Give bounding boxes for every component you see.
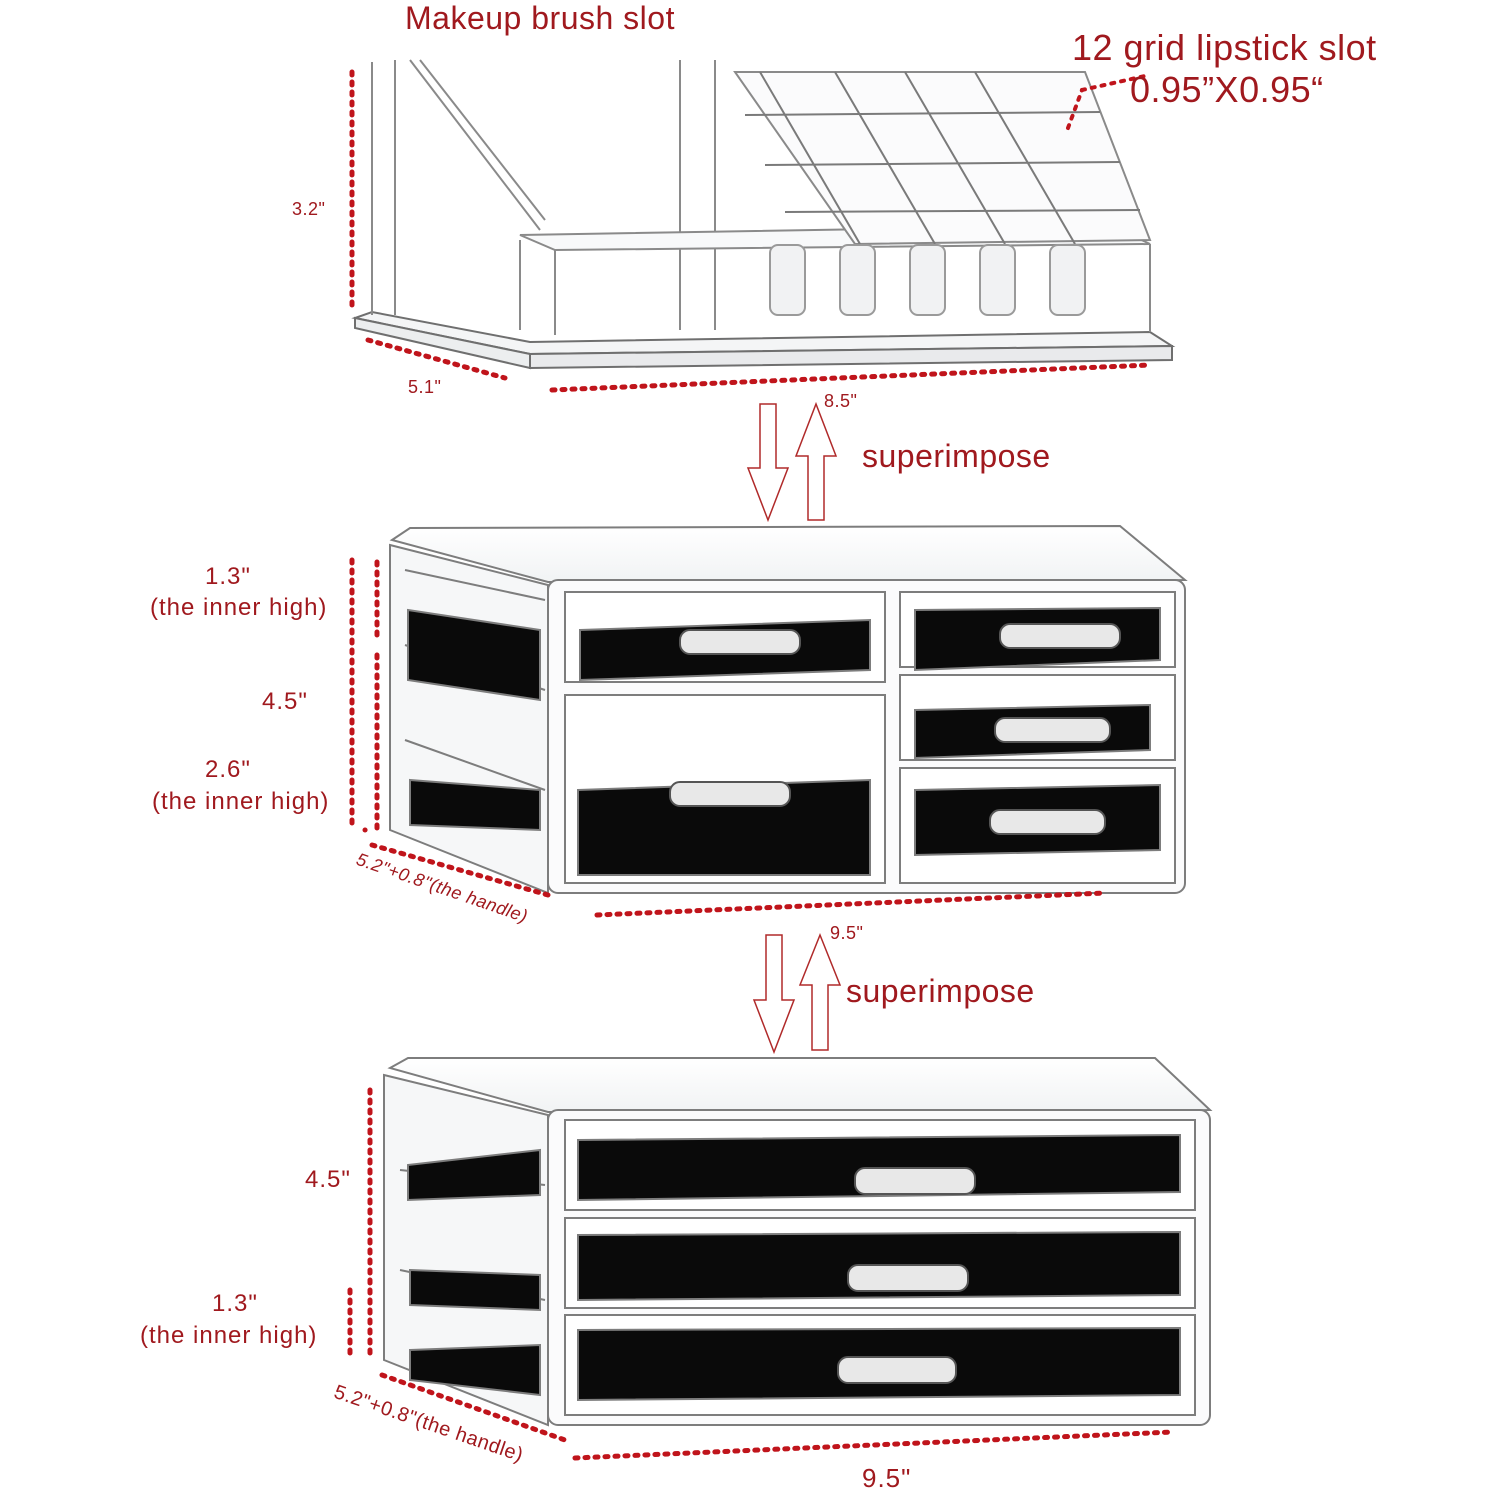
dimension-lines: [347, 69, 1175, 1461]
bot-inner-high-note: (the inner high): [140, 1322, 318, 1349]
mid-inner-high-large-value: 2.6": [205, 756, 251, 783]
top-lipstick-organizer: [351, 59, 1176, 370]
mid-inner-high-large-note: (the inner high): [152, 788, 330, 815]
middle-drawer-unit: [389, 524, 1188, 895]
mid-height-label: 4.5": [262, 688, 308, 715]
mid-inner-high-small-note: (the inner high): [150, 594, 328, 621]
lipstick-size-label: 0.95”X0.95“: [1130, 69, 1324, 110]
bot-height-label: 4.5": [305, 1166, 351, 1193]
bot-inner-high-value: 1.3": [212, 1290, 258, 1317]
superimpose-label-2: superimpose: [846, 973, 1035, 1009]
bot-width-label: 9.5": [862, 1463, 912, 1493]
top-height-label: 3.2": [292, 199, 326, 219]
mid-inner-high-small-value: 1.3": [205, 563, 251, 590]
top-width-label: 8.5": [824, 391, 858, 411]
brush-slot-label: Makeup brush slot: [405, 0, 675, 36]
lipstick-slot-label: 12 grid lipstick slot: [1072, 27, 1377, 68]
superimpose-arrows-1: [746, 401, 838, 523]
bottom-drawer-unit: [383, 1057, 1213, 1427]
superimpose-arrows-2: [752, 932, 842, 1055]
superimpose-label-1: superimpose: [862, 438, 1051, 474]
top-depth-label: 5.1": [408, 377, 442, 397]
mid-width-label: 9.5": [830, 923, 864, 943]
